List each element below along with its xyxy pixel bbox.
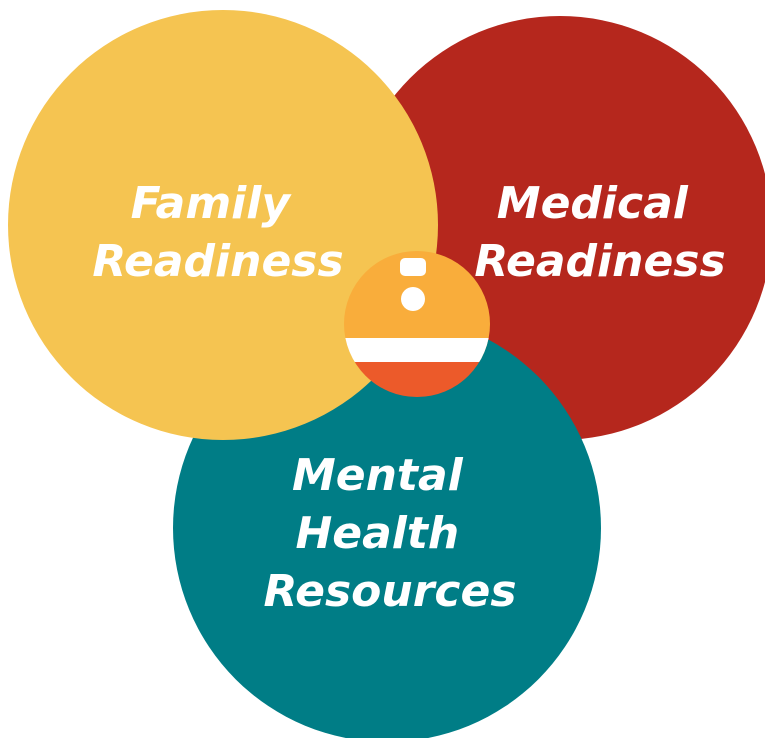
center-icon-body xyxy=(400,258,426,276)
family-readiness-label: Family Readiness xyxy=(92,178,343,287)
medical-label-line1: Medical xyxy=(497,178,689,229)
mental-label-line2: Health xyxy=(295,508,459,559)
center-icon-band xyxy=(344,338,490,362)
family-label-line2: Readiness xyxy=(92,236,343,287)
family-readiness-circle xyxy=(8,10,438,440)
center-icon-head xyxy=(401,287,425,311)
mental-label-line1: Mental xyxy=(292,450,464,501)
medical-readiness-label: Medical Readiness xyxy=(474,178,725,287)
medical-label-line2: Readiness xyxy=(474,236,725,287)
family-label-line1: Family xyxy=(131,178,293,229)
mental-health-resources-label: Mental Health Resources xyxy=(263,450,516,617)
mental-label-line3: Resources xyxy=(263,566,516,617)
